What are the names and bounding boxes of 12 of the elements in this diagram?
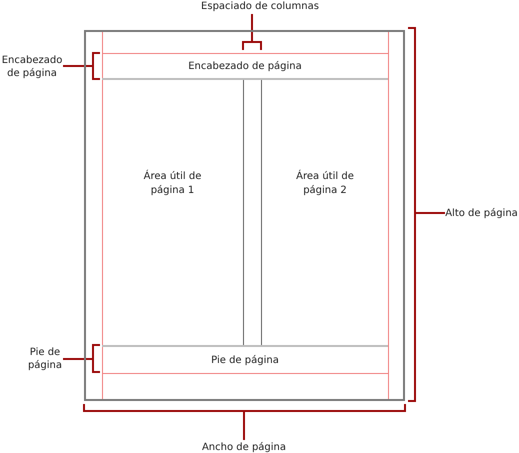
area-label: Área útil de página 1 xyxy=(142,170,202,198)
callout-label: Alto de página xyxy=(445,208,518,219)
callout-label: Espaciado de columnas xyxy=(201,1,319,12)
footer-text: Pie de página xyxy=(211,354,279,366)
page-outline xyxy=(84,30,405,401)
callout-label: Ancho de página xyxy=(202,442,286,453)
area-label: Área útil de página 2 xyxy=(295,170,355,198)
callout-label: Pie de página xyxy=(28,347,62,371)
callout-label: Encabezado de página xyxy=(2,55,62,79)
header-band xyxy=(102,53,388,80)
header-text: Encabezado de página xyxy=(188,60,302,72)
footer-band xyxy=(102,345,388,374)
